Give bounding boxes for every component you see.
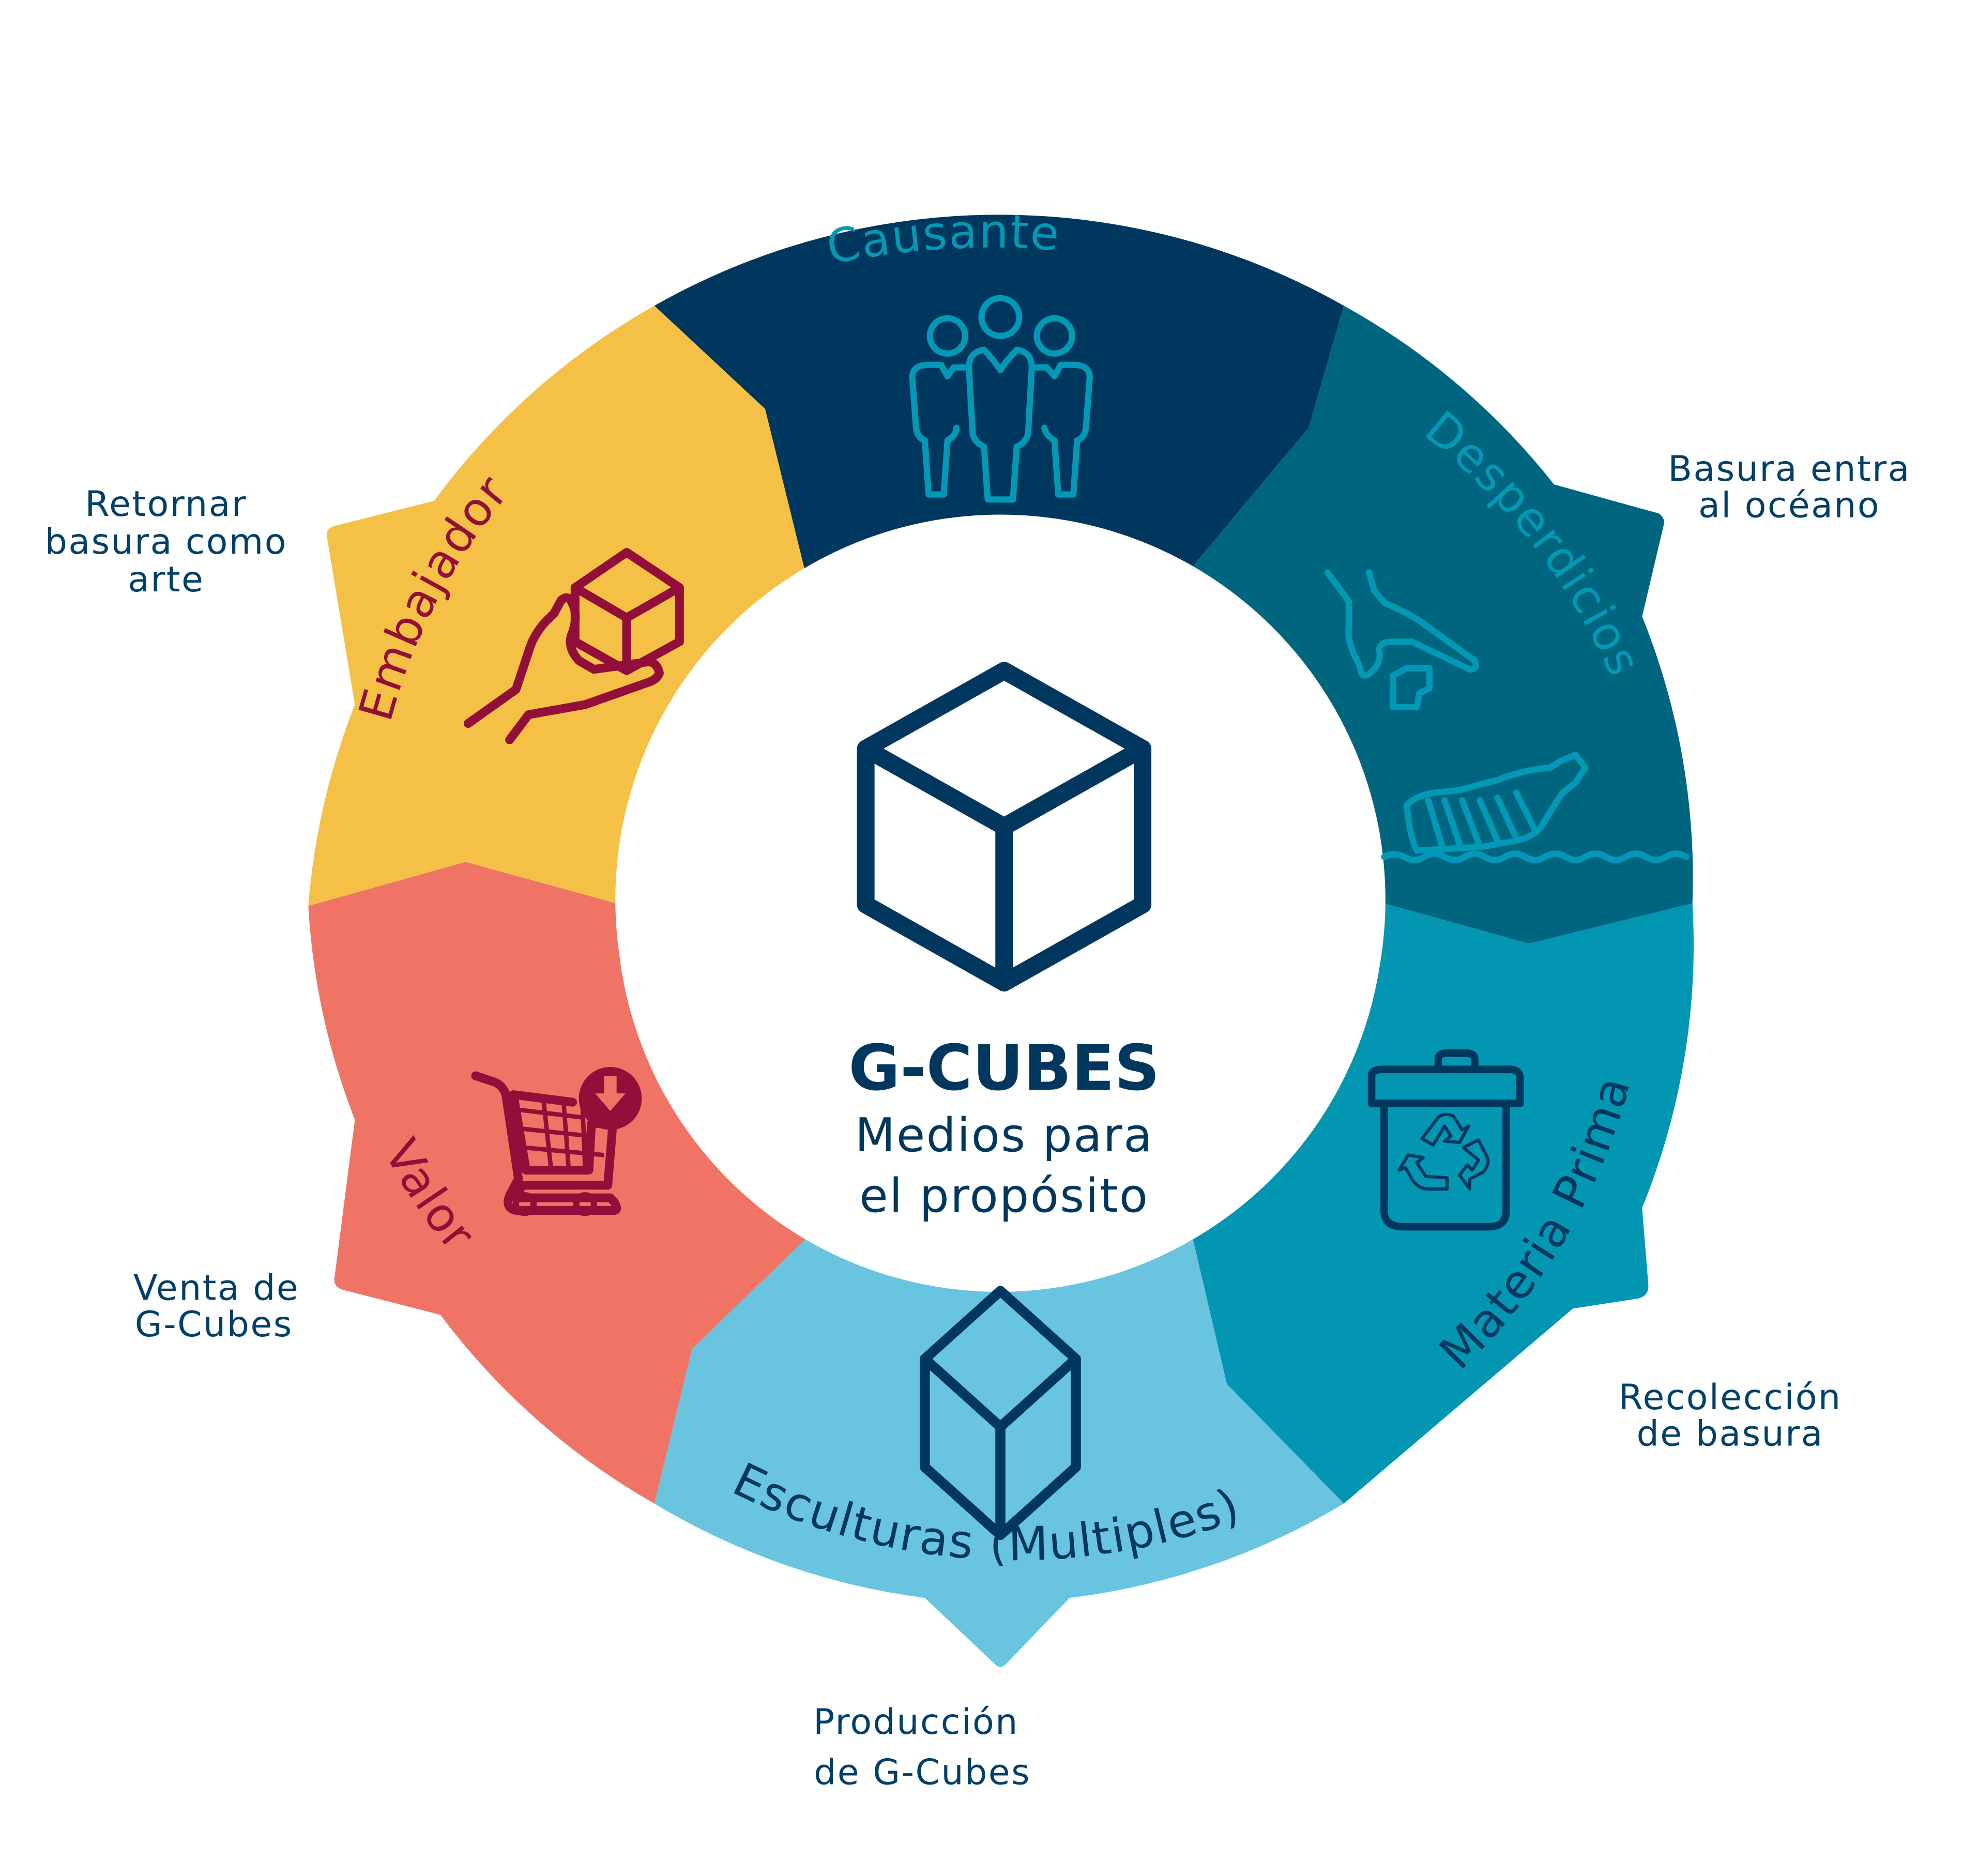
svg-text:al océano: al océano [1698, 485, 1880, 526]
svg-text:Venta de: Venta de [133, 1268, 299, 1308]
svg-text:Producción: Producción [813, 1702, 1019, 1743]
hand-holding-cube-icon [463, 547, 684, 744]
svg-text:Retornar: Retornar [85, 484, 247, 525]
center-title: G-CUBES [848, 1031, 1160, 1105]
people-group-icon [909, 295, 1093, 503]
svg-text:Recolección: Recolección [1619, 1377, 1842, 1418]
outer-label-valor: Venta de G-Cubes [133, 1268, 299, 1345]
svg-text:de basura: de basura [1637, 1414, 1824, 1455]
center-subtitle-line1: Medios para [855, 1108, 1153, 1163]
recycle-arrows-icon [1397, 1112, 1490, 1191]
outer-label-materia-prima: Recolección de basura [1619, 1377, 1842, 1455]
svg-text:G-Cubes: G-Cubes [135, 1304, 293, 1345]
outer-label-desperdicios: Basura entra al océano [1668, 449, 1910, 526]
svg-text:basura como: basura como [45, 522, 287, 562]
shopping-cart-download-icon [471, 1066, 642, 1216]
svg-text:de G-Cubes: de G-Cubes [814, 1752, 1031, 1793]
recycle-bin-icon [1367, 1049, 1524, 1231]
outer-label-embajador: Retornar basura como arte [45, 484, 287, 600]
svg-text:Basura entra: Basura entra [1668, 449, 1910, 490]
center-cube-icon [857, 662, 1152, 992]
segment-desperdicios [1193, 306, 1693, 944]
svg-text:arte: arte [128, 559, 204, 600]
center-subtitle-line2: el propósito [859, 1169, 1149, 1223]
segment-causante [654, 215, 1344, 573]
segment-materia-prima [1193, 903, 1694, 1504]
cube-icon [920, 1286, 1081, 1541]
ocean-trash-bottle-icon [1324, 569, 1690, 863]
outer-label-esculturas: Producción de G-Cubes [813, 1702, 1031, 1793]
